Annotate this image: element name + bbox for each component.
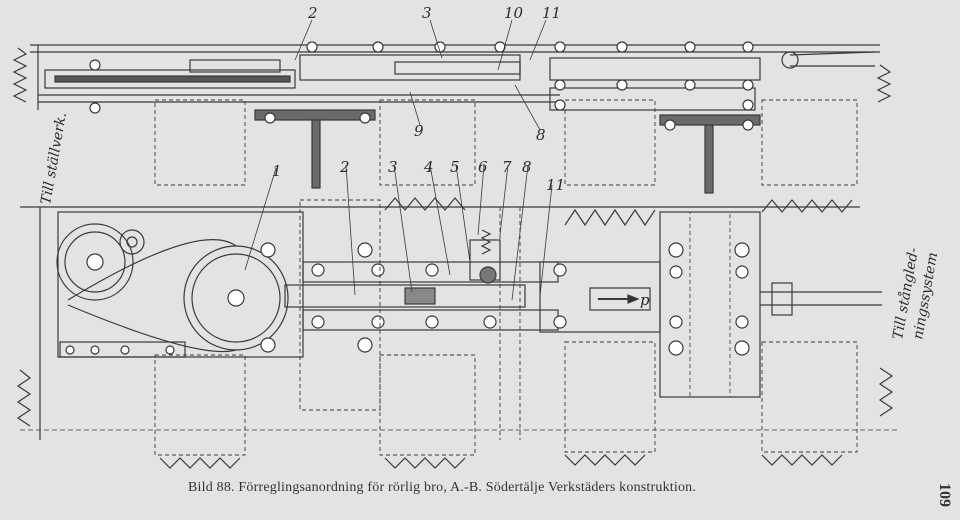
label-top-2: 2 xyxy=(307,4,318,22)
label-arrow-p: p xyxy=(640,291,650,309)
plan-view xyxy=(16,197,900,469)
label-plan-7: 7 xyxy=(502,158,512,176)
label-plan-6: 6 xyxy=(478,158,488,176)
label-plan-5: 5 xyxy=(450,158,460,176)
label-top-11: 11 xyxy=(542,4,561,22)
label-top-10: 10 xyxy=(504,4,524,22)
label-top-3: 3 xyxy=(422,4,432,22)
label-plan-8: 8 xyxy=(522,158,532,176)
label-plan-11: 11 xyxy=(546,176,565,194)
label-plan-2: 2 xyxy=(339,158,350,176)
page-number: 109 xyxy=(936,483,953,507)
label-top-8: 8 xyxy=(536,126,546,144)
figure-caption: Bild 88. Förreglingsanordning för rörlig… xyxy=(188,480,697,495)
label-plan-4: 4 xyxy=(423,158,434,176)
label-plan-1: 1 xyxy=(272,162,282,180)
side-elevation xyxy=(12,41,892,194)
label-plan-3: 3 xyxy=(388,158,398,176)
label-top-9: 9 xyxy=(414,122,424,140)
label-till-stallverk: Till ställverk. xyxy=(38,111,70,206)
